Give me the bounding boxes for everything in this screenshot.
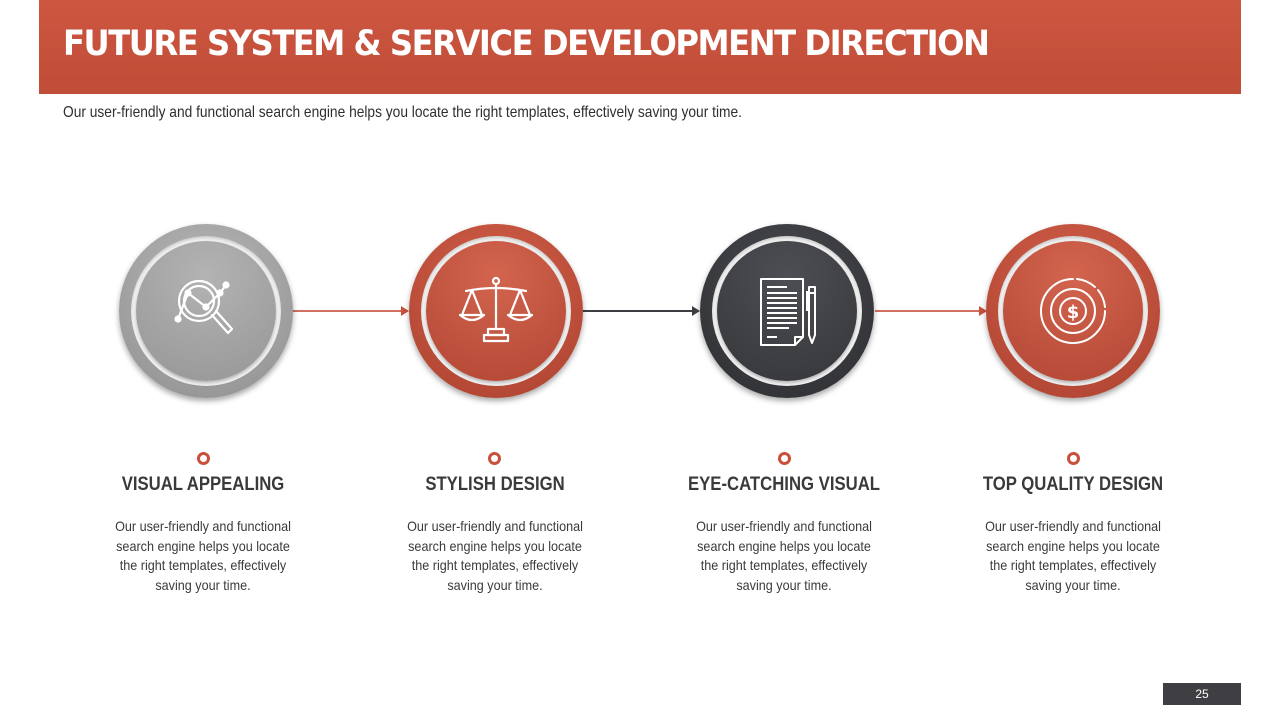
- title-bar: FUTURE SYSTEM & SERVICE DEVELOPMENT DIRE…: [39, 0, 1241, 94]
- feature-title-4: TOP QUALITY DESIGN: [982, 474, 1164, 495]
- feature-description-2: Our user-friendly and functional search …: [407, 518, 583, 593]
- feature-description-1: Our user-friendly and functional search …: [115, 518, 291, 593]
- feature-title-3: EYE-CATCHING VISUAL: [687, 474, 880, 495]
- bullet-dot-2: [488, 452, 501, 465]
- feature-title-1: VISUAL APPEALING: [121, 474, 285, 495]
- connector-arrow-1: [293, 306, 409, 316]
- feature-description-3: Our user-friendly and functional search …: [696, 518, 872, 593]
- balance-scale-icon: [458, 276, 534, 343]
- magnifier-chart-icon: [174, 279, 234, 335]
- feature-title-2: STYLISH DESIGN: [425, 474, 565, 495]
- page-subtitle: Our user-friendly and functional search …: [63, 104, 742, 121]
- dollar-coin-icon: $: [1040, 278, 1106, 344]
- bullet-dot-4: [1067, 452, 1080, 465]
- feature-circle-3: [700, 224, 874, 398]
- page-title: FUTURE SYSTEM & SERVICE DEVELOPMENT DIRE…: [63, 24, 990, 64]
- document-pen-icon: [760, 278, 816, 346]
- feature-description-4: Our user-friendly and functional search …: [985, 518, 1161, 593]
- connector-arrow-2: [583, 306, 700, 316]
- page-number: 25: [1163, 683, 1241, 705]
- svg-text:$: $: [1067, 302, 1080, 323]
- connector-arrow-3: [875, 306, 987, 316]
- bullet-dot-1: [197, 452, 210, 465]
- feature-circle-2: [409, 224, 583, 398]
- bullet-dot-3: [778, 452, 791, 465]
- feature-circle-4: $: [986, 224, 1160, 398]
- feature-circle-1: [119, 224, 293, 398]
